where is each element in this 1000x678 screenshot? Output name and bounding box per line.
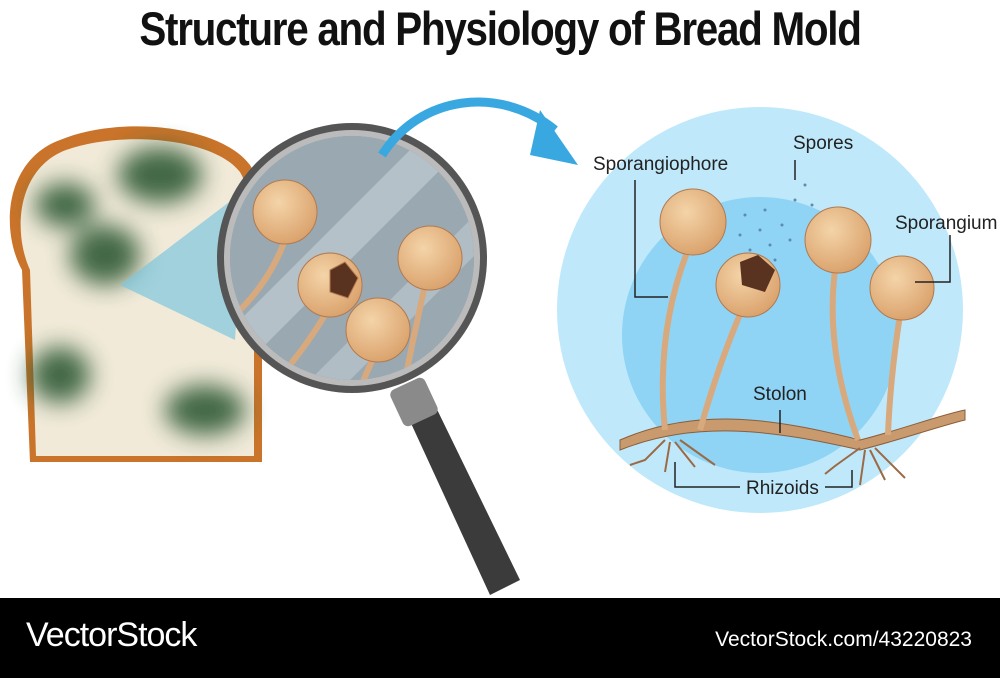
stolon-hypha [619, 409, 966, 451]
sporangium [659, 188, 727, 256]
leader-lines [634, 160, 951, 488]
rhizoids [629, 439, 906, 486]
label-spores: Spores [793, 133, 853, 154]
footer-bar: VectorStock VectorStock.com/43220823 [0, 598, 1000, 678]
brand-logo: VectorStock [26, 616, 197, 654]
label-sporangium: Sporangium [895, 213, 997, 234]
mold-structure-diagram: Sporangiophore Spores Sporangium Stolon … [557, 107, 997, 513]
page-title: Structure and Physiology of Bread Mold [139, 2, 862, 55]
sporangium [804, 206, 872, 274]
bread-mold-illustration: Sporangiophore Spores Sporangium Stolon … [9, 97, 997, 595]
label-sporangiophore: Sporangiophore [593, 154, 728, 175]
label-rhizoids: Rhizoids [746, 478, 819, 499]
moldy-bread-slice [9, 126, 263, 463]
magnifying-glass [217, 123, 520, 595]
label-stolon: Stolon [753, 384, 807, 405]
spores-cloud [738, 183, 814, 262]
sporangium [869, 255, 935, 321]
curved-arrow [378, 97, 578, 165]
stock-id: VectorStock.com/43220823 [715, 628, 972, 651]
magnified-sporangia [237, 179, 463, 380]
